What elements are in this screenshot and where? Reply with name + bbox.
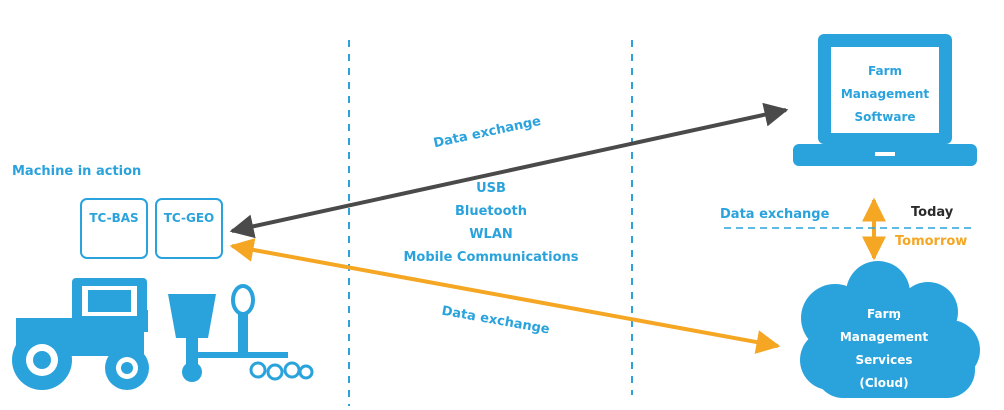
bottom-arrow-label: Data exchange [440, 304, 551, 338]
method-mobile: Mobile Communications [403, 250, 578, 265]
method-usb: USB [476, 181, 506, 196]
cloud-line-4: (Cloud) [859, 376, 908, 390]
software-line-1: Farm [868, 64, 902, 78]
vertical-link-label: Data exchange [720, 207, 830, 222]
method-bluetooth: Bluetooth [455, 204, 527, 219]
module-tc-geo: TC-GEO [155, 198, 223, 259]
cloud-line-2: Management [840, 330, 929, 344]
cloud-icon [800, 261, 980, 398]
module-tc-bas-label: TC-BAS [89, 211, 138, 225]
software-line-2: Management [841, 87, 930, 101]
cloud-line-1: Farm [867, 307, 901, 321]
module-tc-geo-label: TC-GEO [164, 211, 215, 225]
machine-heading: Machine in action [12, 164, 141, 179]
connection-methods: USB Bluetooth WLAN Mobile Communications [403, 181, 578, 265]
tractor-icon [12, 278, 149, 390]
software-data-arrow [229, 102, 789, 239]
software-line-3: Software [854, 110, 915, 124]
cloud-line-3: Services [855, 353, 912, 367]
laptop-icon: Farm Management Software [793, 34, 977, 166]
seed-drill-icon [168, 284, 314, 382]
module-tc-bas: TC-BAS [80, 198, 148, 259]
today-label: Today [911, 205, 954, 220]
top-arrow-label: Data exchange [432, 114, 542, 151]
cloud-data-arrow [229, 238, 781, 354]
method-wlan: WLAN [469, 227, 513, 242]
tomorrow-label: Tomorrow [895, 234, 967, 249]
